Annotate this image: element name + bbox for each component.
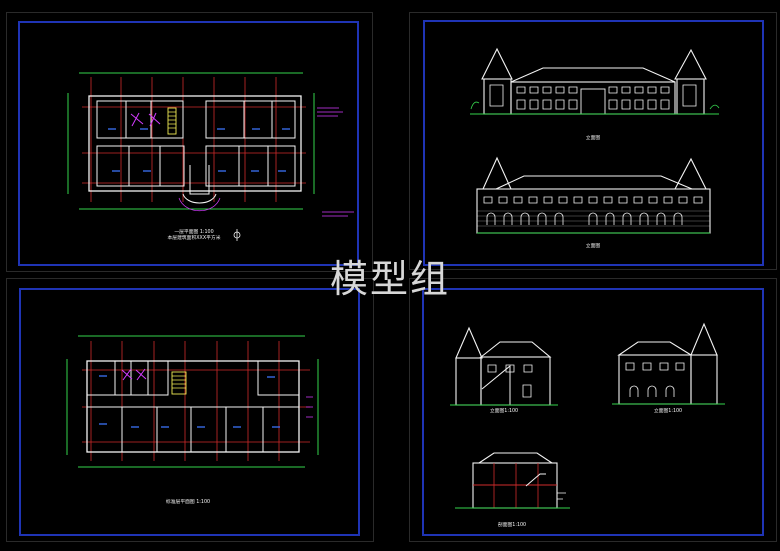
left-tower-body	[483, 78, 512, 115]
right-elevation-arched-windows	[629, 385, 675, 397]
bottom-left-plan-title: 标准层平面图 1:100	[166, 498, 210, 505]
left-side-elevation: 立面图1:100	[450, 326, 558, 414]
room-12	[267, 145, 296, 187]
upper-windows-row-1	[516, 86, 670, 94]
section-drawing: 剖面图1:100	[455, 452, 570, 528]
right-elevation-tower-roof	[690, 322, 718, 356]
room-4	[147, 360, 169, 396]
room-11	[238, 145, 269, 187]
right-elevation-roof	[617, 341, 693, 356]
right-side-marks	[306, 396, 313, 418]
lower-elevation: 立面图	[476, 156, 711, 249]
left-elevation-stair	[481, 364, 511, 405]
facade-siding	[477, 210, 710, 227]
bottom-left-sheet-svg: 标准层平面图 1:100	[19, 288, 360, 536]
lower-main-roof	[495, 175, 693, 190]
lower-arched-windows	[486, 212, 683, 225]
room-2	[125, 100, 152, 139]
top-right-sheet-svg: 立面图 立面图	[423, 20, 764, 266]
sheet-border	[422, 288, 764, 536]
room-5	[257, 360, 300, 396]
magenta-fixtures	[130, 112, 161, 127]
sheet-border	[18, 21, 359, 266]
magenta-fixtures	[121, 368, 147, 381]
top-left-drawing-sheet: 一层平面图 1:100 本层建筑面积XXX平方米	[6, 12, 373, 272]
entry-bay	[580, 88, 606, 115]
room-8	[128, 145, 161, 187]
right-elevation-tower	[690, 354, 718, 405]
entry-walls	[189, 165, 210, 195]
room-tags	[108, 128, 290, 172]
stair-core	[167, 107, 177, 135]
left-elevation-tower	[455, 357, 482, 406]
right-elevation-upper-windows	[625, 362, 685, 371]
top-left-sheet-svg: 一层平面图 1:100 本层建筑面积XXX平方米	[18, 21, 359, 266]
sheet-border	[19, 288, 360, 536]
left-elevation-label: 立面图1:100	[490, 407, 518, 414]
room-6	[271, 100, 296, 139]
right-elevation-label: 立面图1:100	[654, 407, 682, 414]
landscape-marks	[470, 101, 720, 110]
right-tower-body	[676, 78, 705, 115]
room-tags	[99, 375, 280, 428]
room-1	[96, 100, 127, 139]
room-2	[114, 360, 132, 396]
entry-outer-curve	[178, 197, 221, 211]
room-7	[121, 406, 158, 453]
right-legend	[322, 211, 354, 217]
upper-elevation-label: 立面图	[586, 134, 601, 141]
room-6	[86, 406, 123, 453]
stair-treads	[172, 375, 186, 389]
room-10	[205, 145, 240, 187]
main-roof	[510, 67, 676, 83]
stair-treads	[168, 111, 176, 129]
top-left-plan-title: 一层平面图 1:100	[174, 229, 213, 235]
plan-outline	[88, 95, 302, 192]
left-elevation-tower-roof	[455, 326, 483, 359]
section-roof	[477, 452, 554, 464]
section-ledges	[557, 492, 566, 500]
stair-core	[171, 371, 187, 395]
upper-elevation: 立面图	[470, 47, 720, 141]
lower-windows-row-1	[483, 196, 703, 204]
right-side-elevation: 立面图1:100	[612, 322, 725, 414]
room-7	[96, 145, 130, 187]
bottom-right-sheet-svg: 立面图1:100 立面图1:100 剖面图1:100	[422, 288, 764, 536]
left-tower-roof	[481, 47, 513, 80]
entry-curve	[182, 193, 217, 204]
lower-elevation-label: 立面图	[586, 242, 601, 249]
bottom-left-floor-plan: 标准层平面图 1:100	[66, 335, 319, 505]
sheet-border	[423, 20, 764, 266]
upper-windows-row-2	[516, 99, 670, 110]
right-notes	[317, 107, 343, 117]
bottom-left-drawing-sheet: 标准层平面图 1:100	[6, 278, 374, 542]
room-8	[156, 406, 192, 453]
right-tower-roof	[674, 157, 707, 190]
bottom-right-drawing-sheet: 立面图1:100 立面图1:100 剖面图1:100	[409, 278, 777, 542]
tower-windows	[489, 84, 697, 107]
room-5	[243, 100, 273, 139]
room-9	[159, 145, 185, 187]
room-10	[225, 406, 264, 453]
room-4	[205, 100, 245, 139]
right-tower-roof	[674, 48, 707, 80]
section-stair	[525, 473, 546, 487]
room-3	[150, 100, 184, 139]
section-label: 剖面图1:100	[498, 521, 526, 528]
left-elevation-roof	[479, 341, 552, 358]
room-9	[190, 406, 227, 453]
room-11	[262, 406, 300, 453]
top-right-drawing-sheet: 立面图 立面图	[409, 12, 777, 270]
top-left-plan-subtitle: 本层建筑面积XXX平方米	[167, 234, 220, 241]
left-elevation-windows	[487, 364, 533, 398]
top-left-floor-plan: 一层平面图 1:100 本层建筑面积XXX平方米	[67, 72, 354, 241]
